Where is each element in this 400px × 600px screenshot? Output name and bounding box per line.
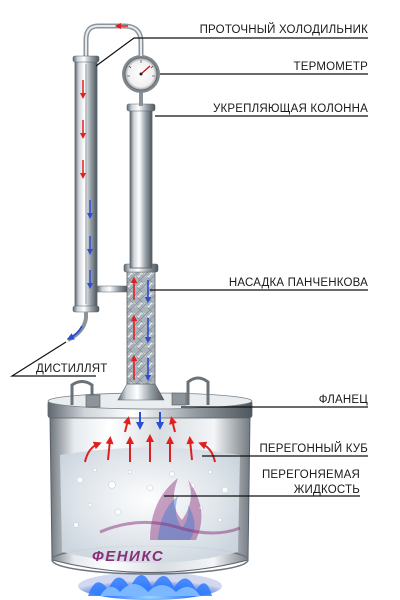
logo-text: ФЕНИКС (92, 548, 164, 565)
reflux-arrows-tank (136, 412, 164, 430)
leader-distillate (9, 341, 96, 377)
column-flange (117, 381, 165, 401)
reinforcing-column (126, 103, 156, 269)
label-liquid-line2: ЖИДКОСТЬ (294, 484, 360, 496)
tank-clamps (70, 376, 210, 408)
feniks-logo: ФЕНИКС (92, 478, 241, 565)
vapor-tube (83, 22, 144, 58)
label-column: УКРЕПЛЯЮЩАЯ КОЛОННА (213, 103, 368, 115)
label-condenser: ПРОТОЧНЫЙ ХОЛОДИЛЬНИК (200, 23, 369, 36)
leader-lines (9, 37, 368, 497)
leader-condenser (95, 37, 368, 67)
panchenkov-packing (123, 263, 159, 385)
label-flange: ФЛАНЕЦ (319, 394, 369, 406)
label-panchenkov: НАСАДКА ПАНЧЕНКОВА (229, 277, 368, 289)
thermometer (122, 55, 160, 106)
vapor-arrows-tank (84, 416, 216, 463)
label-liquid-line1: ПЕРЕГОНЯЕМАЯ (262, 469, 360, 481)
distillate-outlet (66, 312, 88, 342)
label-distillate: ДИСТИЛЛЯТ (36, 363, 108, 375)
flow-condenser (72, 55, 100, 313)
boiling-liquid (60, 447, 240, 563)
label-thermometer: ТЕРМОМЕТР (293, 61, 368, 73)
burner-flame (78, 572, 222, 600)
label-boiler: ПЕРЕГОННЫЙ КУБ (259, 442, 368, 455)
side-arm (96, 285, 128, 293)
labels: ПРОТОЧНЫЙ ХОЛОДИЛЬНИК ТЕРМОМЕТР УКРЕПЛЯЮ… (36, 23, 368, 496)
